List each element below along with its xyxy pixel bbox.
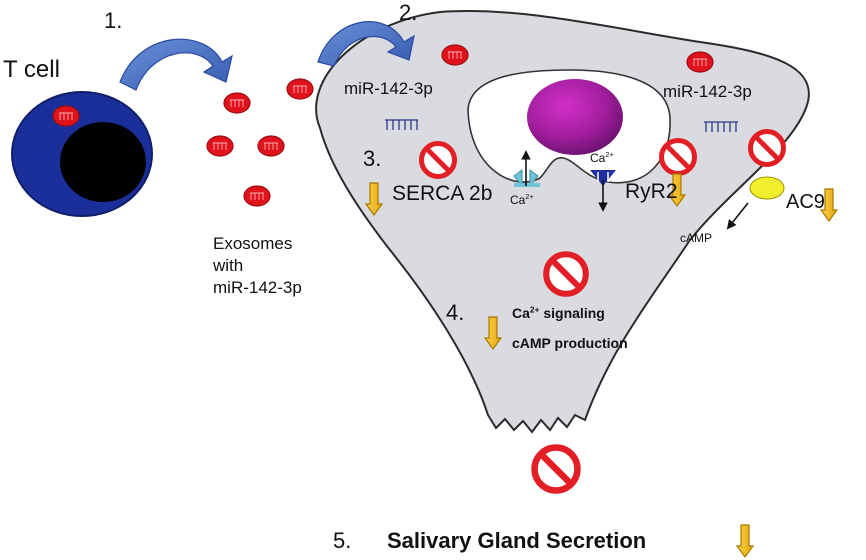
camp-production-label: cAMP production	[512, 335, 628, 351]
exosome-icon	[243, 185, 271, 207]
exosome-icon	[257, 135, 285, 157]
curved-arrow-icon	[317, 21, 415, 67]
prohibited-icon	[546, 254, 586, 294]
curved-arrow-icon	[119, 38, 233, 91]
serca-pump-icon	[513, 169, 540, 188]
exosome-icon	[223, 92, 251, 114]
mirna-icon	[704, 121, 738, 132]
ac9-label: AC9	[786, 191, 825, 213]
ac9-icon	[749, 176, 785, 200]
prohibited-icon	[422, 144, 455, 177]
prohibited-icon	[535, 448, 578, 491]
nucleus	[527, 79, 623, 155]
exosome-icon	[206, 135, 234, 157]
ryr2-label: RyR2	[625, 180, 678, 203]
step-4-label: 4.	[446, 300, 465, 325]
mirna-label-right: miR-142-3p	[663, 82, 752, 101]
down-arrow-icon	[736, 524, 754, 558]
exosomes-caption-line: Exosomes	[213, 234, 293, 253]
prohibited-icon	[662, 141, 695, 174]
step-1-label: 1.	[104, 8, 123, 33]
exosome-icon	[286, 78, 314, 100]
exosome-icon	[686, 51, 714, 73]
ryr2-channel-icon	[590, 170, 616, 186]
t-cell-label: T cell	[3, 56, 60, 83]
step-3-label: 3.	[363, 146, 382, 171]
exosome-icon	[441, 44, 469, 66]
exosomes-caption-line: with	[213, 255, 244, 275]
mirna-icon	[385, 119, 418, 130]
exosomes-caption-line: miR-142-3p	[213, 277, 302, 297]
serca-label: SERCA 2b	[392, 182, 493, 205]
ca-signaling-label: Ca2+ signaling	[512, 304, 605, 321]
step-2-label: 2.	[399, 0, 418, 25]
mirna-label-left: miR-142-3p	[344, 79, 433, 98]
exosomes-caption: Exosomes with miR-142-3p	[213, 233, 302, 298]
step-5-label: 5.	[333, 528, 352, 553]
ca-label-serca: Ca2+	[510, 192, 534, 207]
acinar-cell	[315, 9, 810, 434]
secretion-label: Salivary Gland Secretion	[387, 528, 647, 553]
camp-label: cAMP	[680, 231, 713, 245]
exosome-icon	[52, 105, 80, 127]
ca-label-ryr2: Ca2+	[590, 150, 614, 165]
camp-arrow	[726, 202, 749, 230]
prohibited-icon	[751, 132, 784, 165]
t-cell	[11, 91, 153, 217]
